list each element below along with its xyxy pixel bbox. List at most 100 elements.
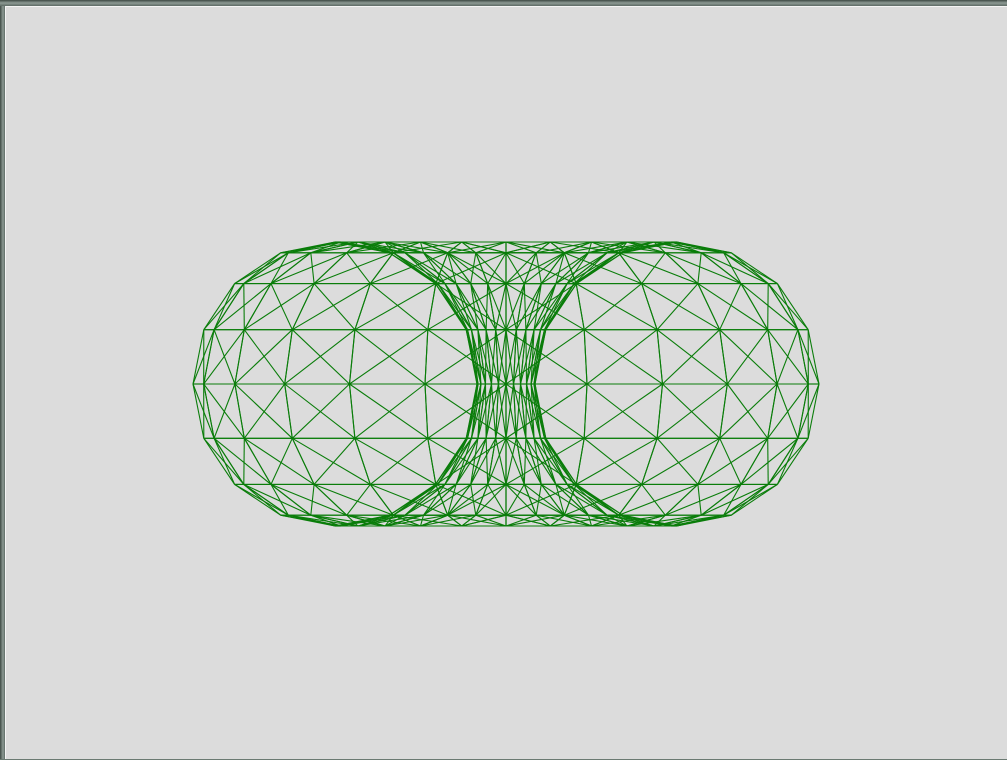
diagonal-edge <box>741 438 798 484</box>
diagonal-edge <box>271 284 292 330</box>
minor-ring-edge <box>314 484 347 515</box>
diagonal-edge <box>314 438 355 484</box>
diagonal-edge <box>370 284 428 330</box>
minor-ring-edge <box>350 384 355 438</box>
wireframe-edges <box>193 242 819 526</box>
diagonal-edge <box>720 330 777 384</box>
minor-ring-edge <box>584 384 587 438</box>
minor-ring-edge <box>521 384 526 438</box>
diagonal-edge <box>727 384 767 438</box>
diagonal-edge <box>526 384 527 438</box>
minor-ring-edge <box>665 484 698 515</box>
minor-ring-edge <box>798 330 808 384</box>
minor-ring-edge <box>720 384 728 438</box>
diagonal-edge <box>214 284 271 330</box>
diagonal-edge <box>584 284 642 330</box>
diagonal-edge <box>486 384 487 438</box>
diagonal-edge <box>355 438 436 484</box>
diagonal-edge <box>576 438 657 484</box>
diagonal-edge <box>698 253 701 284</box>
diagonal-edge <box>642 484 666 515</box>
diagonal-edge <box>677 515 724 526</box>
minor-ring-edge <box>567 253 607 284</box>
diagonal-edge <box>526 284 556 330</box>
minor-ring-edge <box>244 284 271 330</box>
diagonal-edge <box>292 330 349 384</box>
diagonal-edge <box>421 242 424 253</box>
diagonal-edge <box>777 438 798 484</box>
diagonal-edge <box>355 384 425 438</box>
diagonal-edge <box>584 384 662 438</box>
diagonal-edge <box>271 438 292 484</box>
diagonal-edge <box>214 438 271 484</box>
diagonal-edge <box>720 284 741 330</box>
diagonal-edge <box>663 330 720 384</box>
diagonal-edge <box>657 384 727 438</box>
diagonal-edge <box>235 330 292 384</box>
minor-ring-edge <box>244 438 271 484</box>
minor-ring-edge <box>425 330 428 384</box>
minor-ring-edge <box>428 284 436 330</box>
minor-ring-edge <box>350 330 355 384</box>
diagonal-edge <box>642 253 666 284</box>
diagonal-edge <box>486 284 488 330</box>
diagonal-edge <box>204 384 245 438</box>
minor-ring-edge <box>576 284 584 330</box>
diagonal-edge <box>370 438 428 484</box>
minor-ring-edge <box>657 384 662 438</box>
minor-ring-edge <box>285 330 293 384</box>
diagonal-edge <box>350 384 428 438</box>
diagonal-edge <box>768 330 809 384</box>
minor-ring-edge <box>584 330 587 384</box>
minor-ring-edge <box>314 253 347 284</box>
diagonal-edge <box>244 384 284 438</box>
diagonal-edge <box>421 515 424 526</box>
diagonal-edge <box>657 284 698 330</box>
minor-ring-edge <box>720 330 728 384</box>
diagonal-edge <box>584 330 662 384</box>
torus-wireframe-canvas[interactable] <box>6 7 1007 760</box>
diagonal-edge <box>741 284 798 330</box>
diagonal-edge <box>214 284 235 330</box>
diagonal-edge <box>720 438 741 484</box>
minor-ring-edge <box>204 384 214 438</box>
diagonal-edge <box>244 253 281 284</box>
diagonal-edge <box>657 438 698 484</box>
diagonal-edge <box>244 284 245 330</box>
minor-ring-edge <box>798 384 808 438</box>
diagonal-edge <box>768 284 769 330</box>
diagonal-edge <box>506 438 576 484</box>
diagonal-edge <box>671 242 731 253</box>
diagonal-edge <box>720 384 777 438</box>
diagonal-edge <box>777 384 798 438</box>
diagonal-edge <box>526 330 527 384</box>
diagonal-edge <box>355 284 436 330</box>
diagonal-edge <box>768 438 769 484</box>
minor-ring-edge <box>405 253 445 284</box>
diagonal-edge <box>311 253 314 284</box>
diagonal-edge <box>524 284 526 330</box>
diagonal-edge <box>587 384 657 438</box>
diagonal-edge <box>235 384 292 438</box>
diagonal-edge <box>584 438 642 484</box>
minor-ring-edge <box>486 384 491 438</box>
minor-ring-edge <box>193 330 204 384</box>
diagonal-edge <box>244 330 284 384</box>
diagonal-edge <box>436 284 506 330</box>
diagonal-edge <box>768 284 808 330</box>
minor-ring-edge <box>741 284 768 330</box>
diagonal-edge <box>347 484 371 515</box>
diagonal-edge <box>589 515 592 526</box>
diagonal-edge <box>731 484 768 515</box>
render-viewport[interactable] <box>5 6 1007 759</box>
diagonal-edge <box>355 330 425 384</box>
diagonal-edge <box>698 484 701 515</box>
minor-ring-edge <box>486 330 491 384</box>
minor-ring-edge <box>657 330 662 384</box>
diagonal-edge <box>587 330 657 384</box>
diagonal-edge <box>311 484 314 515</box>
minor-ring-edge <box>204 330 214 384</box>
minor-ring-edge <box>405 484 445 515</box>
minor-ring-edge <box>808 384 819 438</box>
